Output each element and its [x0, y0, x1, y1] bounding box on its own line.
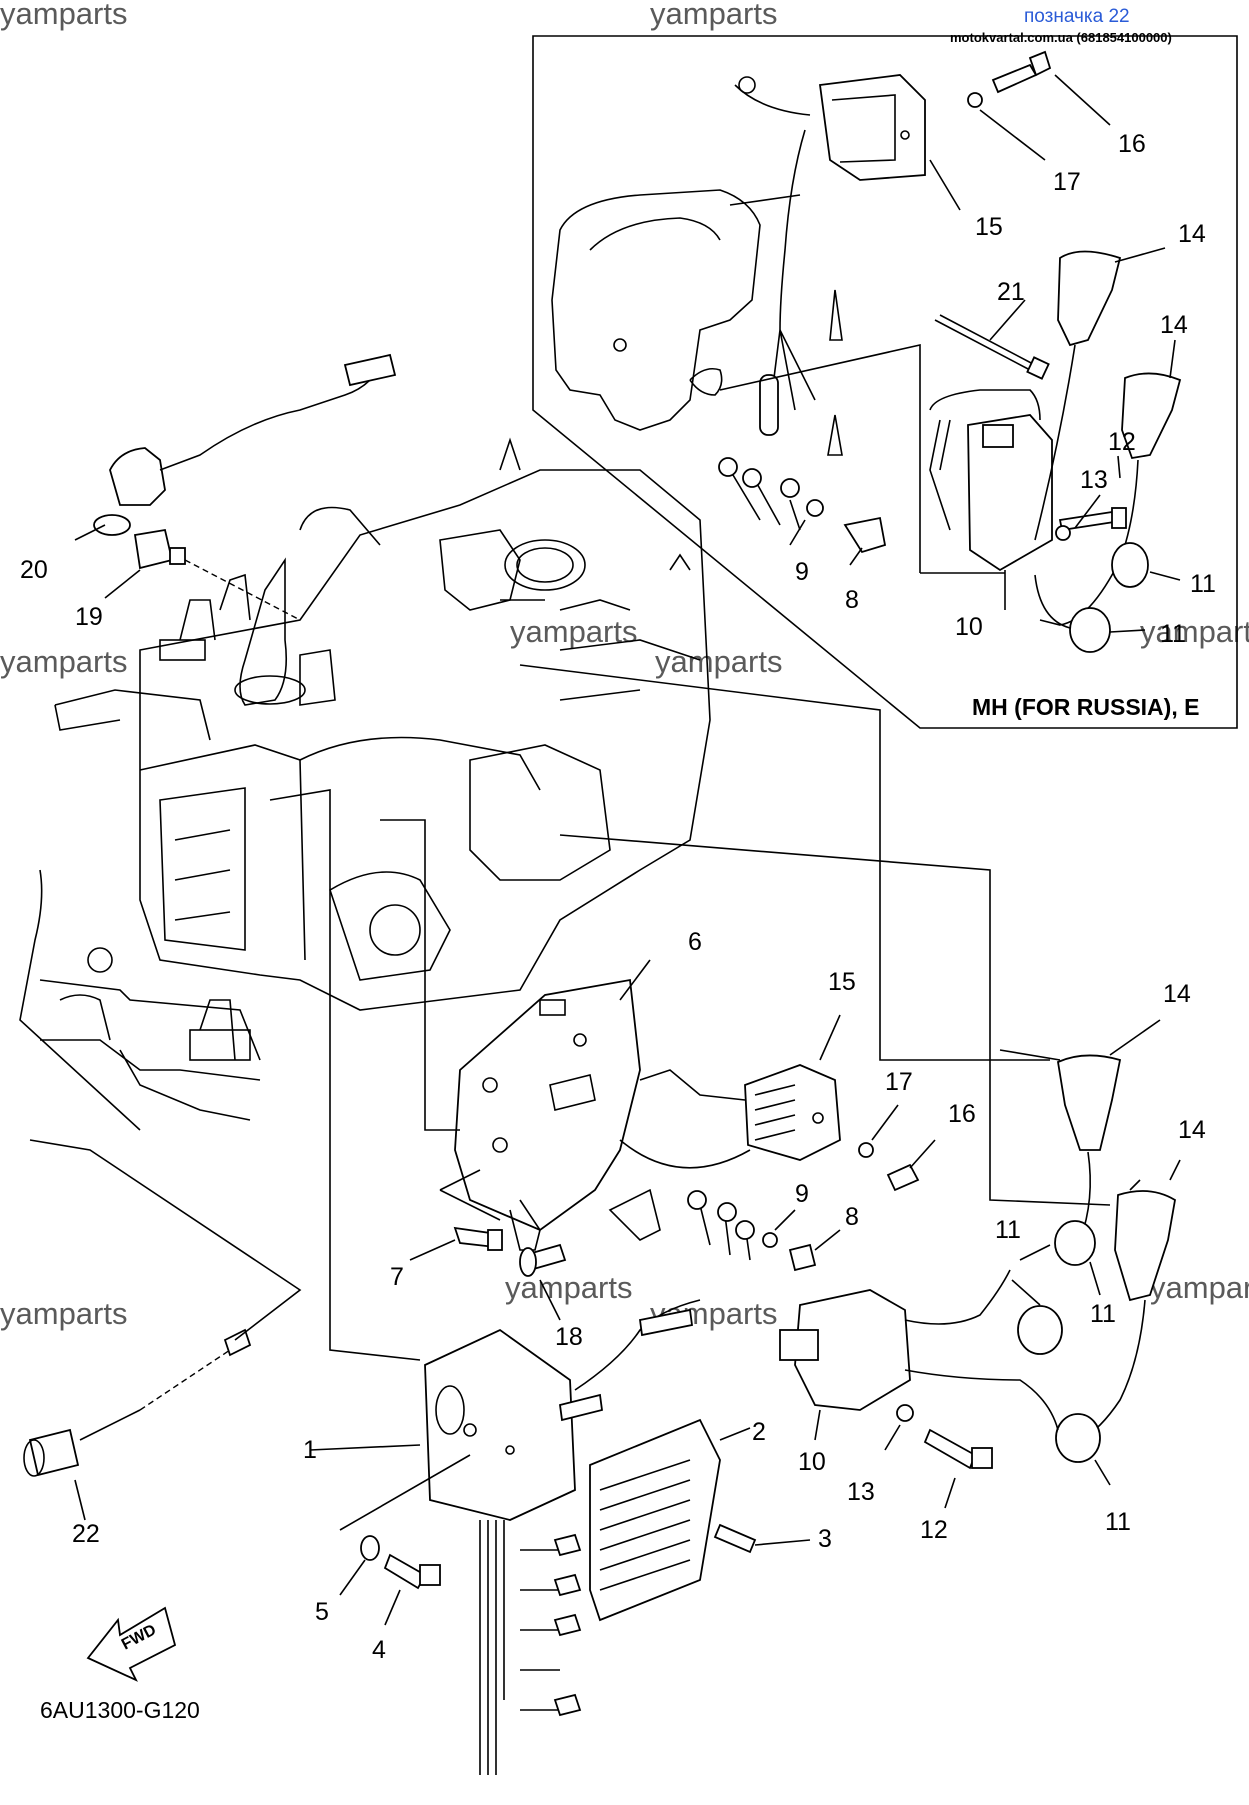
inset-part-10-coil [929, 389, 1053, 572]
callout-12: 12 [920, 1516, 948, 1544]
part-11-boot [1055, 1413, 1101, 1463]
inset-panel: 16 17 15 14 21 14 12 13 11 9 8 10 11 MH … [532, 35, 1238, 729]
inset-frame [532, 35, 1238, 729]
part-5-washer [360, 1535, 380, 1561]
part-9-washer [762, 1232, 778, 1248]
callout-21: 21 [997, 278, 1025, 306]
callout-12: 12 [1108, 428, 1136, 456]
callout-1: 1 [303, 1436, 317, 1464]
callout-4: 4 [372, 1636, 386, 1664]
watermark: yamparts [655, 644, 782, 679]
callout-18: 18 [555, 1323, 583, 1351]
part-22-temp-sensor [23, 1328, 252, 1477]
part-13-washer [896, 1404, 914, 1422]
inset-part-9-washer [806, 499, 824, 517]
callout-11: 11 [995, 1216, 1021, 1244]
callout-9: 9 [795, 1180, 809, 1208]
part-12-bolt [923, 1428, 977, 1470]
callout-22: 22 [72, 1520, 100, 1548]
callout-14: 14 [1160, 311, 1188, 339]
part-1-cdi-unit [424, 1328, 582, 1775]
callout-2: 2 [752, 1418, 766, 1446]
callout-15: 15 [975, 213, 1003, 241]
part-15-rectifier [744, 1064, 841, 1161]
callout-11: 11 [1160, 620, 1186, 648]
callout-8: 8 [845, 1203, 859, 1231]
callout-11: 11 [1090, 1300, 1116, 1328]
watermark: yamparts [650, 0, 777, 31]
part-2-heat-sink [589, 1418, 721, 1622]
part-16-screw [886, 1163, 920, 1192]
callout-16: 16 [948, 1100, 976, 1128]
header-source: motokvartal.com.ua (681854100000) [950, 30, 1172, 45]
watermark: yamparts [0, 1296, 127, 1331]
inset-part-11-boot [1069, 607, 1111, 653]
callout-5: 5 [315, 1598, 329, 1626]
callout-6: 6 [688, 928, 702, 956]
watermark: yamparts [0, 644, 127, 679]
callout-14: 14 [1178, 220, 1206, 248]
callout-17: 17 [1053, 168, 1081, 196]
inset-part-15-rectifier [818, 74, 926, 181]
inset-part-16-bolt [991, 50, 1052, 94]
watermark: yamparts [0, 0, 127, 31]
inset-part-21-tie [934, 314, 1036, 371]
fwd-arrow: FWD [86, 1606, 177, 1682]
inset-part-11-boot [1111, 542, 1149, 588]
callout-19: 19 [75, 603, 103, 631]
part-8-screw [788, 1243, 817, 1272]
callout-17: 17 [885, 1068, 913, 1096]
inset-caption: MH (FOR RUSSIA), E [972, 694, 1199, 720]
callout-10: 10 [798, 1448, 826, 1476]
callout-9: 9 [795, 558, 809, 586]
inset-bracket [551, 189, 761, 431]
callout-7: 7 [390, 1263, 404, 1291]
part-3-screw [713, 1523, 757, 1554]
part-11-boot [1017, 1305, 1063, 1355]
callout-14: 14 [1163, 980, 1191, 1008]
inset-part-14-plug-cap [1034, 250, 1182, 626]
callout-11: 11 [1190, 570, 1216, 598]
callout-15: 15 [828, 968, 856, 996]
part-20-plug-wire [93, 353, 397, 536]
callout-13: 13 [847, 1478, 875, 1506]
inset-part-13-washer [1055, 525, 1071, 541]
watermark: yamparts [1150, 1270, 1249, 1305]
callout-20: 20 [20, 556, 48, 584]
part-11-boot [1054, 1220, 1096, 1266]
callout-14: 14 [1178, 1116, 1206, 1144]
callout-3: 3 [818, 1525, 832, 1553]
callout-13: 13 [1080, 466, 1108, 494]
engine-block [19, 437, 711, 1131]
part-19-sensor [133, 528, 186, 570]
part-14-plug-cap [1057, 1054, 1122, 1251]
watermark: yamparts [510, 614, 637, 649]
part-17-washer [858, 1142, 874, 1158]
diagram-code: 6AU1300-G120 [40, 1697, 200, 1723]
callout-11: 11 [1105, 1508, 1131, 1536]
callout-16: 16 [1118, 130, 1146, 158]
part-4-bolt [383, 1553, 427, 1590]
inset-part-8-screw [843, 516, 887, 554]
inset-part-17-washer [967, 92, 983, 108]
part-10-ignition-coil [779, 1269, 1059, 1431]
callout-10: 10 [955, 613, 983, 641]
watermark: yamparts [1140, 614, 1249, 649]
header-title: позначка 22 [1024, 6, 1130, 27]
callout-8: 8 [845, 586, 859, 614]
part-6-bracket [454, 978, 641, 1251]
